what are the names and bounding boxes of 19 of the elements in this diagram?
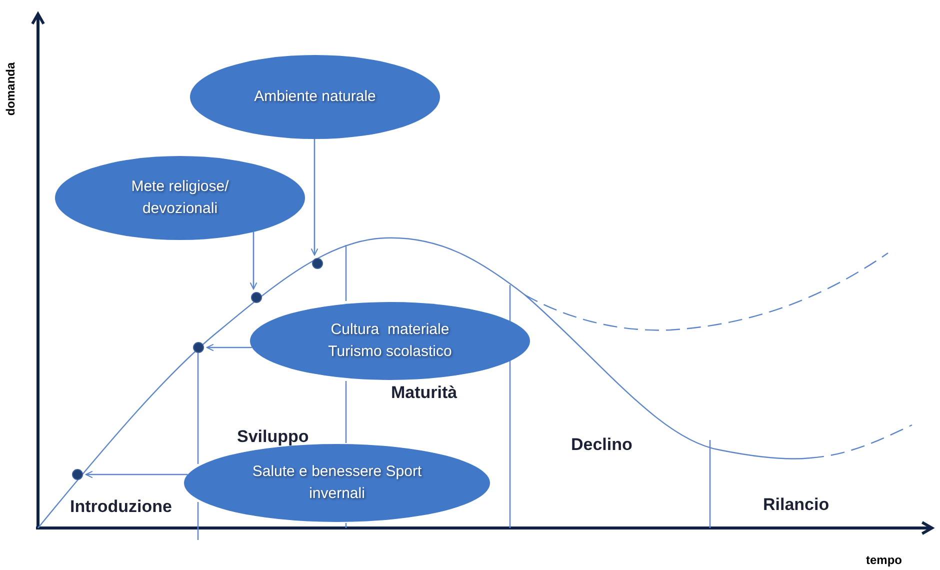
data-point bbox=[193, 342, 204, 353]
arrow bbox=[310, 139, 318, 256]
axis-label: domanda bbox=[2, 62, 19, 116]
data-point bbox=[312, 258, 323, 269]
ellipse-label: Cultura materiale Turismo scolastico bbox=[327, 320, 453, 362]
arrow bbox=[85, 470, 188, 478]
ellipse-label: Salute e benessere Sport invernali bbox=[252, 462, 422, 504]
arrow bbox=[206, 344, 252, 352]
phase-label: Declino bbox=[571, 434, 632, 456]
phase-label: Sviluppo bbox=[237, 426, 309, 448]
phase-label: Maturità bbox=[391, 382, 458, 404]
ellipse-label: Mete religiose/ devozionali bbox=[130, 177, 230, 219]
arrow bbox=[250, 232, 258, 290]
phase-label: Rilancio bbox=[763, 494, 830, 516]
axis-label: tempo bbox=[866, 554, 902, 566]
phase-label: Introduzione bbox=[70, 496, 172, 518]
data-point bbox=[72, 469, 83, 480]
data-point bbox=[251, 292, 262, 303]
ellipse-label: Ambiente naturale bbox=[254, 87, 376, 107]
